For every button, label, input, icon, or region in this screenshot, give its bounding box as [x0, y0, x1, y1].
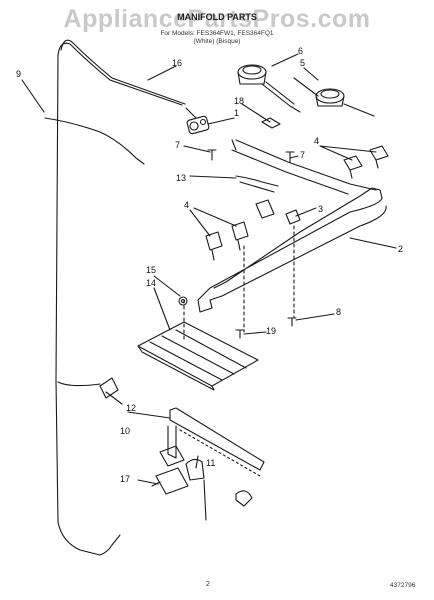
burner-tube-12 [169, 407, 265, 471]
callout-19: 19 [266, 326, 276, 336]
igniter-11 [185, 458, 205, 481]
nut-15 [178, 296, 188, 306]
connector-3 [285, 209, 301, 225]
callout-9: 9 [16, 69, 21, 79]
diagram-title: MANIFOLD PARTS [177, 12, 257, 22]
callout-13: 13 [176, 173, 186, 183]
callout-8: 8 [336, 307, 341, 317]
burner-head-6 [237, 64, 267, 80]
callout-12: 12 [126, 403, 136, 413]
clip [235, 490, 253, 507]
bracket-18 [261, 117, 281, 129]
manifold-pipe [197, 187, 383, 301]
gas-tube [55, 42, 183, 556]
callout-6: 6 [298, 46, 303, 56]
bottom-valve [159, 445, 185, 467]
wire [44, 117, 145, 165]
fitting-10 [99, 377, 119, 399]
callout-3: 3 [318, 204, 323, 214]
regulator-17 [155, 467, 189, 495]
callout-15: 15 [146, 265, 156, 275]
callout-1: 1 [234, 108, 239, 118]
callout-17: 17 [120, 474, 130, 484]
model-line: For Models: FES364FW1, FES364FQ1 [160, 30, 274, 37]
screw-8 [287, 317, 297, 327]
heat-shield-14 [137, 321, 259, 387]
callout-10: 10 [120, 426, 130, 436]
callout-4b: 4 [184, 200, 189, 210]
watermark: AppliancePartsPros.com [63, 5, 371, 33]
upper-rail [235, 139, 377, 191]
callout-4a: 4 [314, 136, 319, 146]
color-line: (White) (Bisque) [193, 38, 241, 45]
wire-13 [235, 175, 279, 187]
callout-18: 18 [234, 96, 244, 106]
part-code: 4372796 [390, 582, 416, 589]
callout-14: 14 [146, 278, 156, 288]
orifice-middle [205, 199, 275, 261]
callout-2: 2 [398, 244, 403, 254]
screw-7b [285, 151, 295, 163]
page-number: 2 [206, 581, 210, 588]
screw-7a [207, 149, 217, 161]
callout-16: 16 [172, 58, 182, 68]
orifice-upper [343, 145, 389, 179]
callout-11: 11 [206, 458, 215, 468]
screw-19 [235, 329, 245, 339]
burner-head-5 [315, 88, 345, 104]
callout-7b: 7 [300, 150, 305, 160]
callout-7a: 7 [175, 140, 180, 150]
callout-5: 5 [300, 58, 305, 68]
